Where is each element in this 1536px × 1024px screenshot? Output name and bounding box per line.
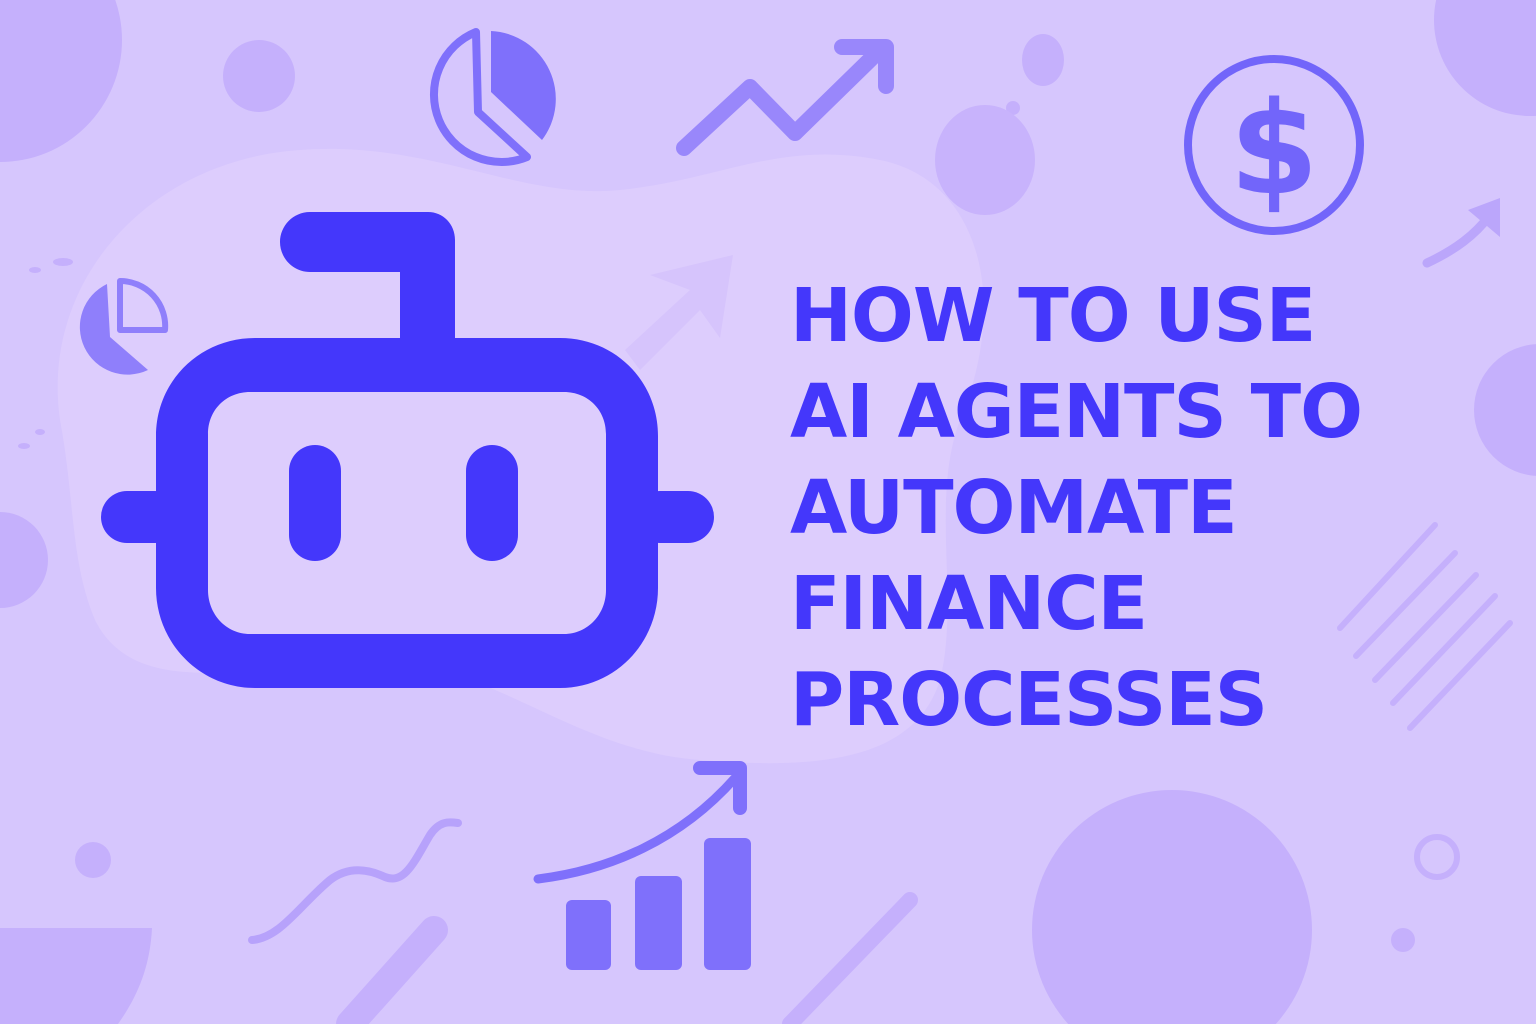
faint-arrow-shape: [625, 255, 733, 370]
circle-left-edge: [0, 512, 48, 608]
circle-top-left: [0, 0, 122, 162]
headline: HOW TO USE AI AGENTS TO AUTOMATE FINANCE…: [790, 268, 1363, 748]
pie-chart-icon: [430, 28, 556, 166]
light-blob-shape: [57, 148, 984, 764]
speck: [35, 429, 45, 435]
diagonal-stripes: [1337, 522, 1513, 731]
speck: [29, 267, 41, 273]
robot-icon: [101, 212, 714, 688]
dollar-coin-icon: $: [1184, 55, 1364, 235]
bar-chart-growth-icon: [533, 761, 751, 970]
diagonal-bar-bottom-2: [782, 892, 918, 1024]
circle-bottom-right-large: [1032, 790, 1312, 1024]
headline-line-3: AUTOMATE: [790, 465, 1238, 551]
circle-top-right: [1434, 0, 1536, 116]
squiggle-line: [248, 818, 462, 944]
headline-line-1: HOW TO USE: [790, 273, 1316, 359]
circle-bottom-left-dot: [75, 842, 111, 878]
headline-line-2: AI AGENTS TO: [790, 369, 1363, 455]
dotted-ellipse-top: [1022, 34, 1064, 86]
headline-line-5: PROCESSES: [790, 657, 1268, 743]
half-disc-bottom-left: [0, 928, 152, 1024]
svg-text:$: $: [1229, 75, 1318, 224]
small-dot-top: [1006, 101, 1020, 115]
speck: [53, 258, 73, 266]
small-pie-chart-icon: [79, 277, 169, 375]
curved-arrow-icon: [1422, 198, 1500, 268]
dotted-blob-top: [935, 105, 1035, 215]
headline-line-4: FINANCE: [790, 561, 1148, 647]
circle-right-edge: [1474, 344, 1536, 476]
circle-small-top: [223, 40, 295, 112]
circle-bottom-right-dot: [1391, 928, 1415, 952]
ring-bottom-right: [1414, 834, 1460, 880]
trend-arrow-icon: [676, 39, 894, 156]
diagonal-bar-bottom: [336, 916, 448, 1024]
speck: [18, 443, 30, 449]
